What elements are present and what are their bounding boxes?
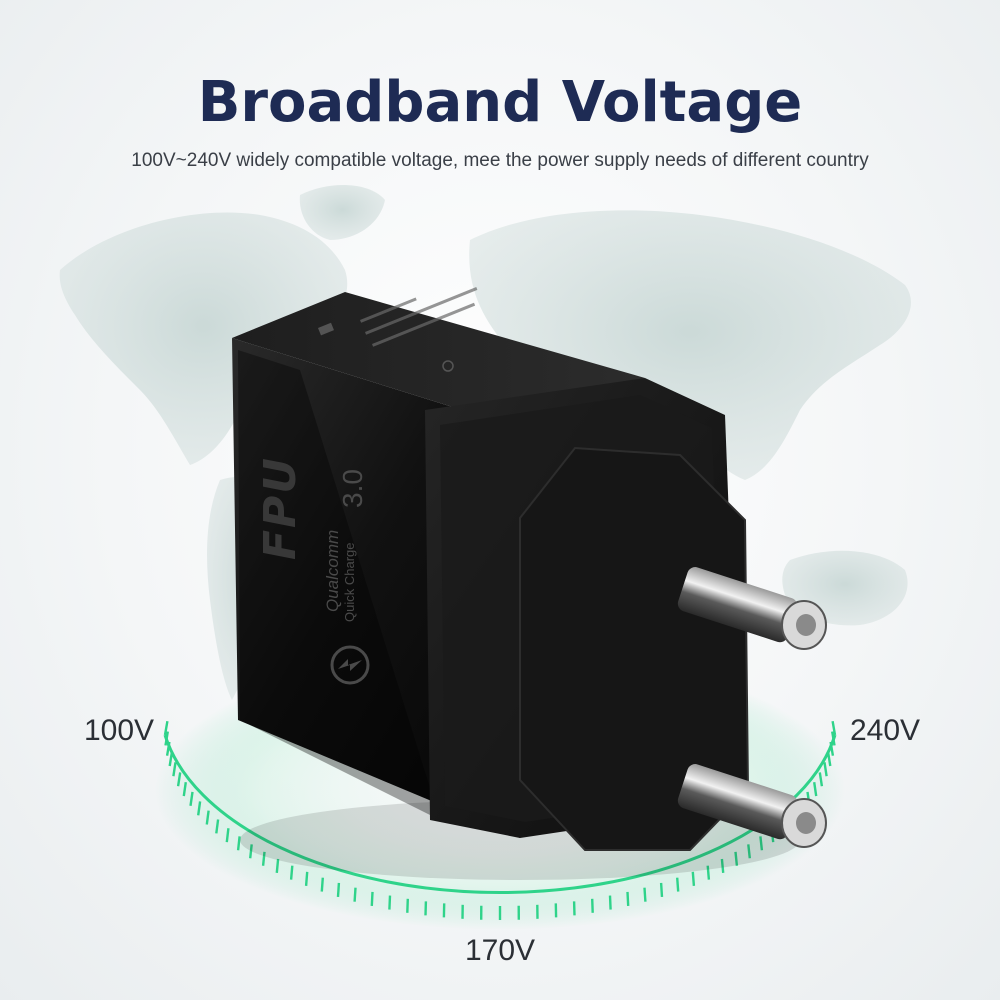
arc-tick [608,895,612,910]
arc-tick [189,791,194,806]
arc-tick [289,865,294,880]
arc-tick [172,762,177,777]
arc-tick [168,752,174,767]
arc-tick [249,844,253,859]
arc-tick [818,772,824,787]
arc-tick [261,851,266,866]
plug-pin-top [677,567,827,650]
arc-tick [691,871,696,886]
arc-tick [659,882,664,897]
plug-pin-bottom [677,764,827,848]
page-title: Broadband Voltage [197,70,803,135]
arc-tick [215,819,220,834]
arc-ticks [163,720,837,920]
arc-tick [747,844,751,859]
continent-greenland [299,184,385,240]
arc-tick [388,895,392,910]
arc-tick [720,858,725,874]
continent-north-america [59,212,348,465]
arc-tick [829,741,835,756]
arc-tick [759,836,764,851]
voltage-mid-label: 170V [464,934,536,967]
arc-tick [176,772,182,787]
arc-tick [353,887,357,902]
arc-tick [406,898,409,913]
arc-tick [734,851,739,866]
page-subtitle: 100V~240V widely compatible voltage, mee… [131,150,869,171]
arc-tick [165,741,171,756]
arc-tick [591,898,594,913]
arc-tick [182,782,187,797]
arc-tick [831,720,837,736]
badge-qualcomm-text: Qualcomm [323,529,342,612]
badge-number-text: 3.0 [337,469,368,508]
arc-tick [676,877,680,892]
arc-tick [706,865,711,880]
badge-quick-charge-text: Quick Charge [342,542,357,622]
arc-tick [205,810,210,825]
voltage-max-label: 240V [850,714,921,747]
arc-tick [826,752,832,767]
arc-tick [831,731,836,746]
spec-print-marks [318,287,478,372]
arc-tick [236,836,241,851]
arc-tick [163,720,169,736]
arc-tick [197,801,202,816]
arc-tick [370,891,374,906]
arc-tick [823,762,828,777]
arc-tick [320,877,324,892]
quick-charge-badge-icon [330,645,370,685]
arc-tick [336,882,341,897]
arc-tick [626,891,630,906]
arc-tick [304,871,309,886]
brand-logo: FPU [255,455,306,560]
charger-gloss [238,350,440,820]
arc-tick [225,828,230,843]
voltage-min-label: 100V [84,714,155,747]
continent-eurasia [469,210,911,480]
arc-tick [643,887,647,902]
arc-tick [275,858,280,874]
arc-tick [813,782,818,797]
arc-tick [164,731,169,746]
